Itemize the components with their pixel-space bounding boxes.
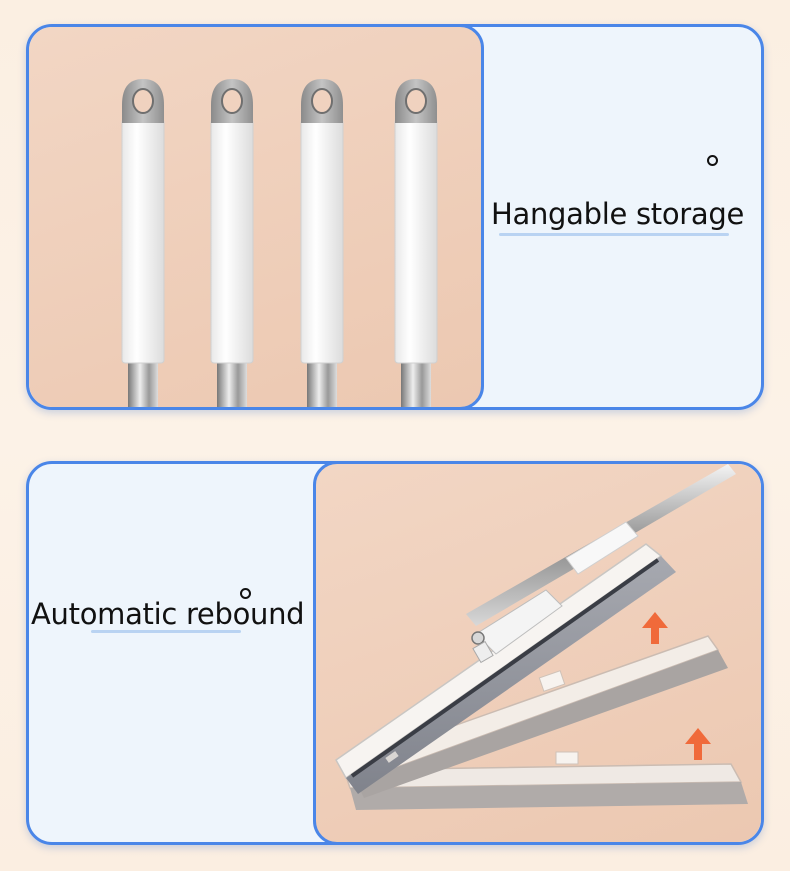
hanging-handles-illustration — [121, 79, 438, 407]
ring-dot-icon — [707, 155, 718, 166]
handle-2 — [210, 79, 254, 407]
automatic-rebound-caption: Automatic rebound — [31, 597, 305, 631]
mop-head-illustration — [335, 464, 748, 810]
ring-dot-icon — [240, 588, 251, 599]
caption-underline — [499, 233, 729, 236]
automatic-rebound-panel: Automatic rebound — [26, 461, 764, 845]
caption-underline — [91, 630, 241, 633]
handle-3 — [300, 79, 344, 407]
rebound-arrow-lower — [685, 728, 711, 760]
handle-1 — [121, 79, 165, 407]
handle-4 — [394, 79, 438, 407]
mop-plate-middle — [344, 635, 728, 798]
rebound-arrow-upper — [642, 612, 668, 644]
mop-rebound-photo — [313, 464, 761, 842]
hangable-storage-panel: Hangable storage — [26, 24, 764, 410]
mop-plate-lowest — [342, 751, 748, 810]
hangable-storage-caption: Hangable storage — [491, 197, 745, 231]
mop-pole — [466, 464, 736, 664]
mop-handles-photo — [29, 27, 484, 407]
